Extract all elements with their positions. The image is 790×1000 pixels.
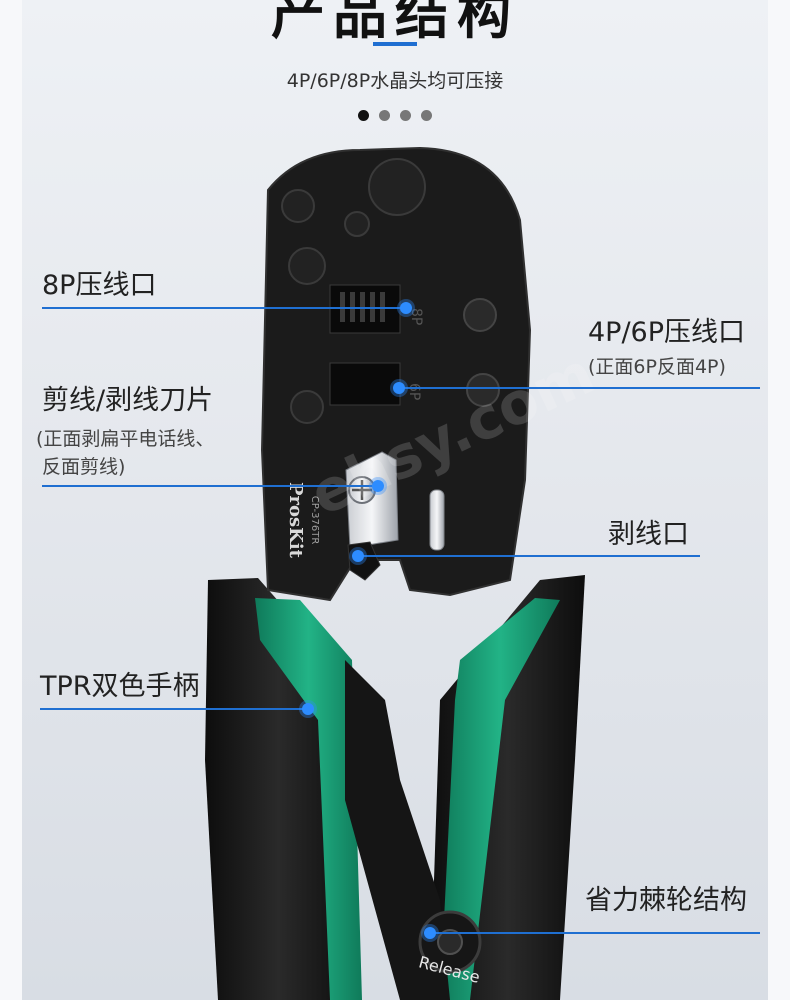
panel-edge-right (768, 0, 790, 1000)
page-title: 产品结构 (271, 0, 519, 46)
panel-edge-left (0, 0, 22, 1000)
leader-handle (40, 708, 308, 710)
carousel-dots (358, 110, 432, 121)
label-ratchet: 省力棘轮结构 (585, 885, 747, 916)
label-crimp-4p6p-note: (正面6P反面4P) (588, 356, 726, 378)
label-crimp-8p: 8P压线口 (42, 270, 157, 301)
spring (429, 489, 445, 551)
pin-handle (302, 703, 314, 715)
carousel-dot-2[interactable] (379, 110, 390, 121)
head-bolt-6 (466, 373, 500, 407)
socket-6p-marking: 6P (406, 383, 422, 400)
blade-plate (345, 451, 399, 549)
right-handle-grip (440, 598, 560, 1000)
inner-lever (345, 660, 450, 1000)
left-handle-grip (255, 598, 362, 1000)
page-subtitle: 4P/6P/8P水晶头均可压接 (286, 70, 504, 92)
title-underline (373, 42, 417, 46)
leader-ratchet (428, 932, 760, 934)
head-bolt-3 (288, 247, 326, 285)
head-bolt-large (368, 158, 426, 216)
pin-ratchet (424, 927, 436, 939)
carousel-dot-3[interactable] (400, 110, 411, 121)
label-strip: 剥线口 (608, 519, 689, 550)
brand-logo-text: ProsKit (285, 482, 306, 559)
leader-crimp-4p6p (398, 387, 760, 389)
blade-screw-slot (352, 480, 372, 500)
model-number: CP-376TR (309, 496, 320, 545)
pin-strip (352, 550, 364, 562)
head-bolt-5 (463, 298, 497, 332)
head-bolt-4 (290, 390, 324, 424)
ratchet-hub (437, 929, 463, 955)
label-crimp-4p6p: 4P/6P压线口 (588, 317, 746, 348)
pin-crimp-8p (400, 302, 412, 314)
leader-crimp-8p (42, 307, 404, 309)
socket-8p-marking: 8P (408, 308, 424, 325)
carousel-dot-4[interactable] (421, 110, 432, 121)
carousel-dot-1[interactable] (358, 110, 369, 121)
socket-6p-cavity (329, 362, 401, 406)
label-handle: TPR双色手柄 (40, 671, 200, 702)
leader-strip (356, 555, 700, 557)
label-blade-note-1: (正面剥扁平电话线、 (36, 428, 215, 450)
label-blade-note-2: 反面剪线) (42, 456, 126, 478)
pin-crimp-4p6p (393, 382, 405, 394)
label-blade: 剪线/剥线刀片 (42, 385, 214, 416)
pin-blade (372, 480, 384, 492)
leader-blade (42, 485, 378, 487)
head-bolt-2 (344, 211, 370, 237)
head-bolt-1 (281, 189, 315, 223)
